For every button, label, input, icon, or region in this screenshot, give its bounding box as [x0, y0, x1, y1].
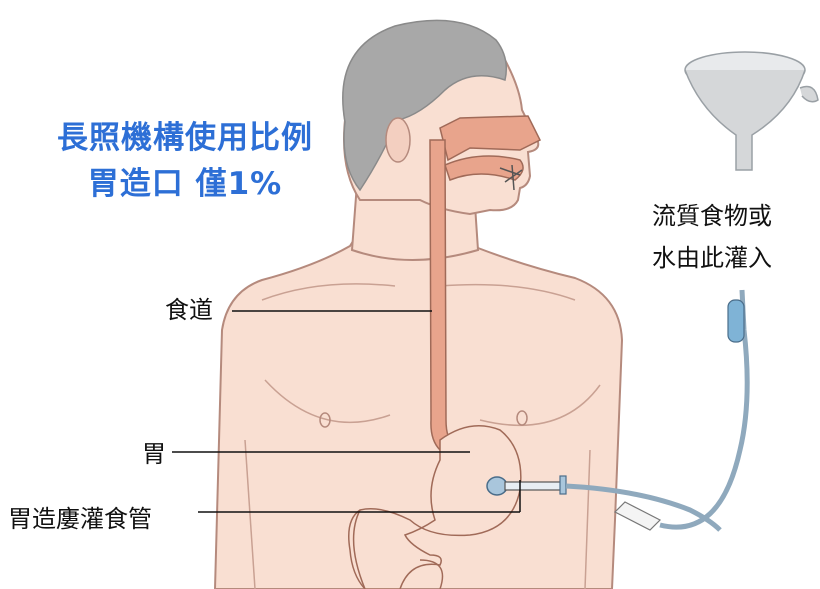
- label-funnel-line-2: 水由此灌入: [652, 238, 772, 273]
- tube-shaft: [505, 482, 565, 490]
- tube-balloon: [487, 477, 507, 495]
- human-torso-illustration: [215, 20, 622, 589]
- funnel-handle: [800, 87, 818, 102]
- funnel-body: [685, 70, 805, 170]
- title-line-2: 胃造口 僅1%: [20, 158, 350, 203]
- label-esophagus: 食道: [165, 290, 213, 325]
- ear: [386, 118, 410, 162]
- label-funnel-line-1: 流質食物或: [652, 196, 772, 231]
- label-gastrostomy-tube: 胃造廔灌食管: [8, 499, 152, 534]
- tube-connector: [615, 502, 660, 530]
- funnel: [685, 52, 818, 170]
- tube-bumper: [560, 476, 566, 494]
- torso: [215, 230, 622, 589]
- title-line-1: 長照機構使用比例: [20, 112, 350, 157]
- label-stomach: 胃: [142, 434, 166, 469]
- tube-clamp: [728, 300, 744, 342]
